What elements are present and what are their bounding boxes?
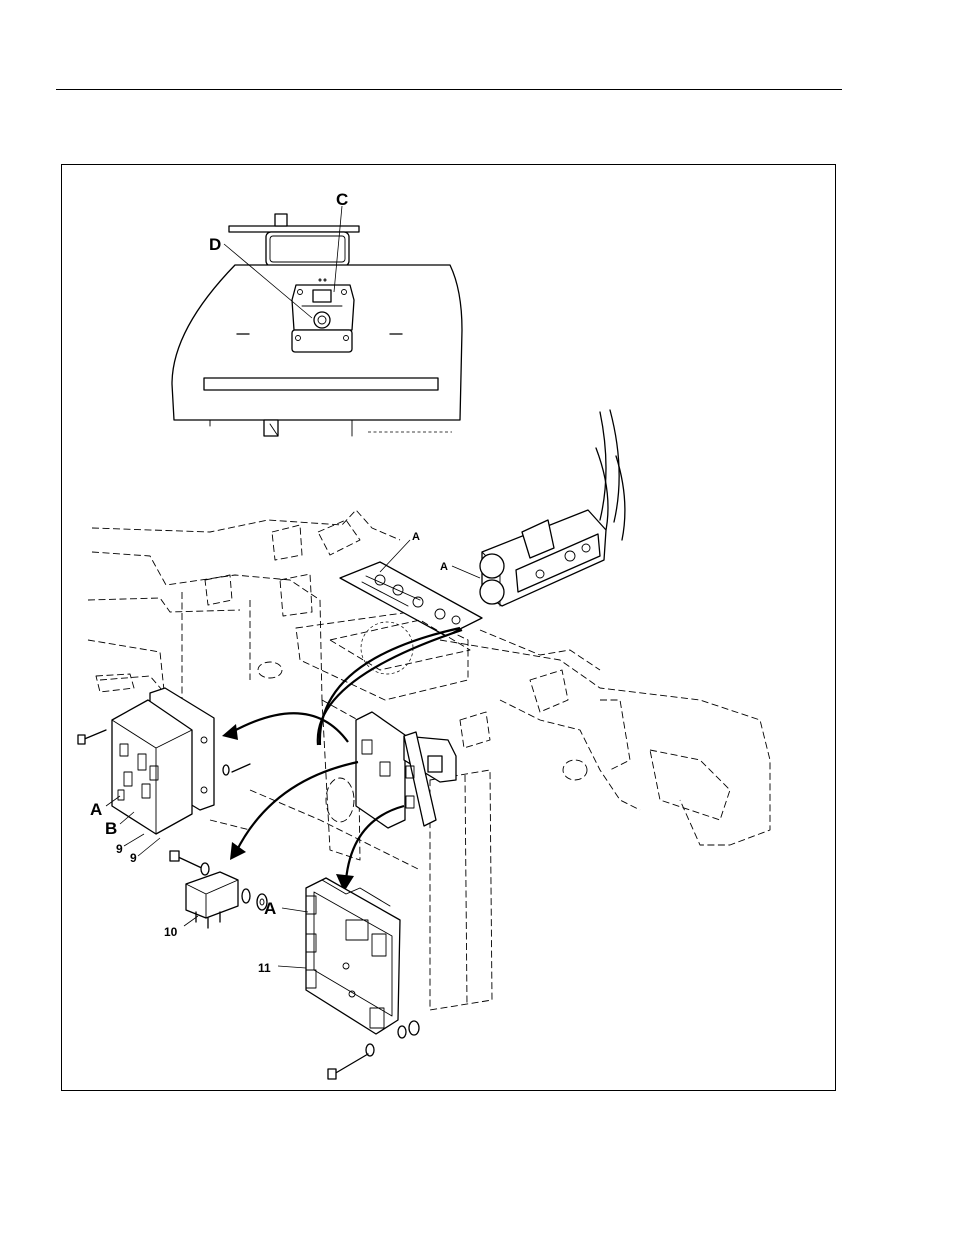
frame-oval-hole-1 xyxy=(258,662,282,678)
relay-body xyxy=(186,872,238,918)
center-relay xyxy=(428,756,442,772)
callout-a-module: A xyxy=(440,561,448,573)
frame-right-bracket xyxy=(650,750,730,820)
cable-4 xyxy=(616,456,625,540)
frame-vertical-leg-inner xyxy=(465,775,467,1005)
leader-9-lower xyxy=(138,838,160,856)
frame-cutout-4 xyxy=(318,520,360,555)
controller-screw-right xyxy=(232,764,250,772)
relay-washer xyxy=(242,889,250,903)
frame-cutout-6 xyxy=(460,712,490,748)
callout-a-left: A xyxy=(90,800,102,819)
frame-cutout-1 xyxy=(205,575,232,605)
relay-bolt-washer xyxy=(201,863,209,875)
arrow-to-controller xyxy=(232,713,348,742)
leader-9-upper xyxy=(124,834,144,846)
frame-right-member xyxy=(440,640,770,845)
leader-11 xyxy=(278,966,306,968)
arrow-to-controller-head xyxy=(222,724,238,740)
controller-screw-left-head xyxy=(78,735,85,744)
relay-10 xyxy=(170,851,267,928)
frame-cutout-3 xyxy=(280,574,312,616)
bolt-circle-ring xyxy=(361,622,413,674)
cable-2 xyxy=(610,410,619,522)
callout-c: C xyxy=(336,190,348,209)
callout-9-lower: 9 xyxy=(130,851,137,865)
arrow-to-relay-head xyxy=(230,842,246,860)
bolt-circle xyxy=(361,622,413,674)
board-bolt-head xyxy=(328,1069,336,1079)
board-bolt xyxy=(334,1054,368,1074)
callout-11: 11 xyxy=(258,961,271,975)
leader-a-plate xyxy=(380,540,410,572)
frame-post-3 xyxy=(320,600,322,700)
callout-a-board: A xyxy=(264,899,276,918)
inset-switch-lower-plate xyxy=(292,330,352,352)
callout-9-upper: 9 xyxy=(116,842,123,856)
callout-b-left: B xyxy=(105,819,117,838)
inset-slot-bar xyxy=(204,378,438,390)
frame-right-mid xyxy=(500,700,640,810)
circuit-plate xyxy=(330,562,482,670)
frame-lower-rail-3 xyxy=(210,820,250,830)
inset-switch-module xyxy=(292,285,354,330)
frame-lower-rail xyxy=(88,640,165,700)
frame-right-post xyxy=(600,700,630,770)
center-bar-clip-2 xyxy=(406,796,414,808)
frame-left-fitting xyxy=(96,674,134,692)
relay-bolt-head xyxy=(170,851,179,861)
frame-cutout-5 xyxy=(530,670,568,712)
cable-1 xyxy=(600,412,606,520)
frame-mid-rail xyxy=(88,598,240,612)
callout-d: D xyxy=(209,235,221,254)
frame-round-hole xyxy=(326,778,354,822)
circuit-board-11 xyxy=(306,878,419,1079)
leader-a-board xyxy=(282,908,308,912)
leader-a-module xyxy=(452,566,480,578)
inset-top-post xyxy=(275,214,287,226)
frame-cutout-2 xyxy=(272,525,302,560)
board-washer xyxy=(398,1026,406,1038)
harness-connector-end-1 xyxy=(480,554,504,578)
callout-a-plate: A xyxy=(412,531,420,543)
controller-washer xyxy=(223,765,229,775)
center-mount-bracket xyxy=(356,712,456,828)
cable-harness xyxy=(480,410,625,606)
center-bracket-plate xyxy=(356,712,405,828)
controller-box xyxy=(78,688,250,834)
frame-rear-rail xyxy=(92,510,400,540)
frame-oval-hole-2 xyxy=(563,760,587,780)
frame-vertical-leg xyxy=(430,770,492,1010)
circuit-plate-body xyxy=(340,562,482,636)
arrow-to-relay xyxy=(236,762,358,852)
frame-center-body xyxy=(322,700,360,860)
callout-10: 10 xyxy=(164,925,178,939)
board-nut xyxy=(409,1021,419,1035)
harness-connector-end-2 xyxy=(480,580,504,604)
frame-upper-rail xyxy=(92,552,320,600)
